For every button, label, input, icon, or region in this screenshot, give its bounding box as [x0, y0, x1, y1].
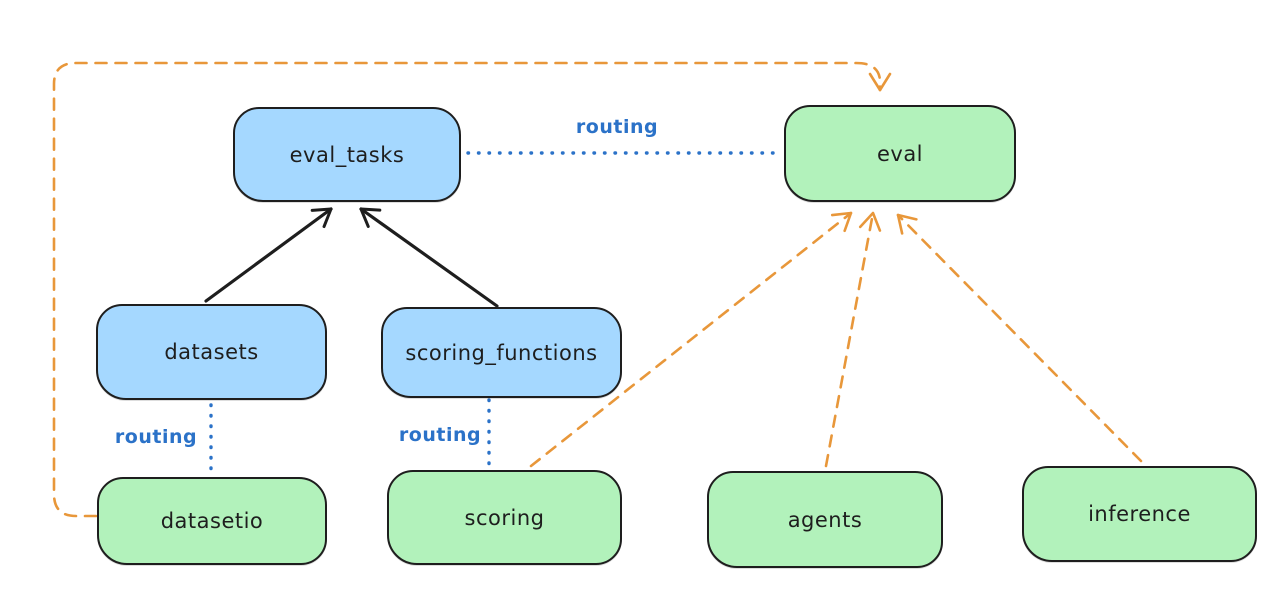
edge-inference-to-eval	[896, 213, 1143, 463]
edge-scoring-functions-to-eval-tasks	[359, 207, 499, 308]
node-datasets: datasets	[96, 304, 327, 400]
routing-label-scoring-functions-scoring: routing	[398, 424, 482, 446]
node-eval-tasks: eval_tasks	[233, 107, 461, 202]
node-inference: inference	[1022, 466, 1257, 562]
node-eval-tasks-label: eval_tasks	[289, 142, 405, 167]
routing-label-datasets-datasetio: routing	[114, 426, 198, 448]
node-scoring-functions-label: scoring_functions	[405, 340, 598, 365]
routing-label-eval-tasks-eval: routing	[575, 116, 659, 138]
node-agents: agents	[707, 471, 943, 568]
node-eval: eval	[784, 105, 1016, 202]
node-scoring: scoring	[387, 470, 622, 565]
node-datasetio-label: datasetio	[160, 509, 264, 533]
edge-datasets-to-eval-tasks	[204, 207, 333, 303]
node-datasetio: datasetio	[97, 477, 327, 565]
node-inference-label: inference	[1088, 502, 1191, 526]
node-scoring-functions: scoring_functions	[381, 307, 622, 398]
node-eval-label: eval	[876, 141, 924, 166]
node-datasets-label: datasets	[164, 340, 259, 364]
edge-datasetio-to-eval	[52, 61, 892, 518]
node-scoring-label: scoring	[464, 505, 545, 530]
edge-agents-to-eval	[824, 211, 882, 468]
node-agents-label: agents	[787, 507, 863, 532]
edge-scoring-to-eval	[529, 211, 853, 468]
